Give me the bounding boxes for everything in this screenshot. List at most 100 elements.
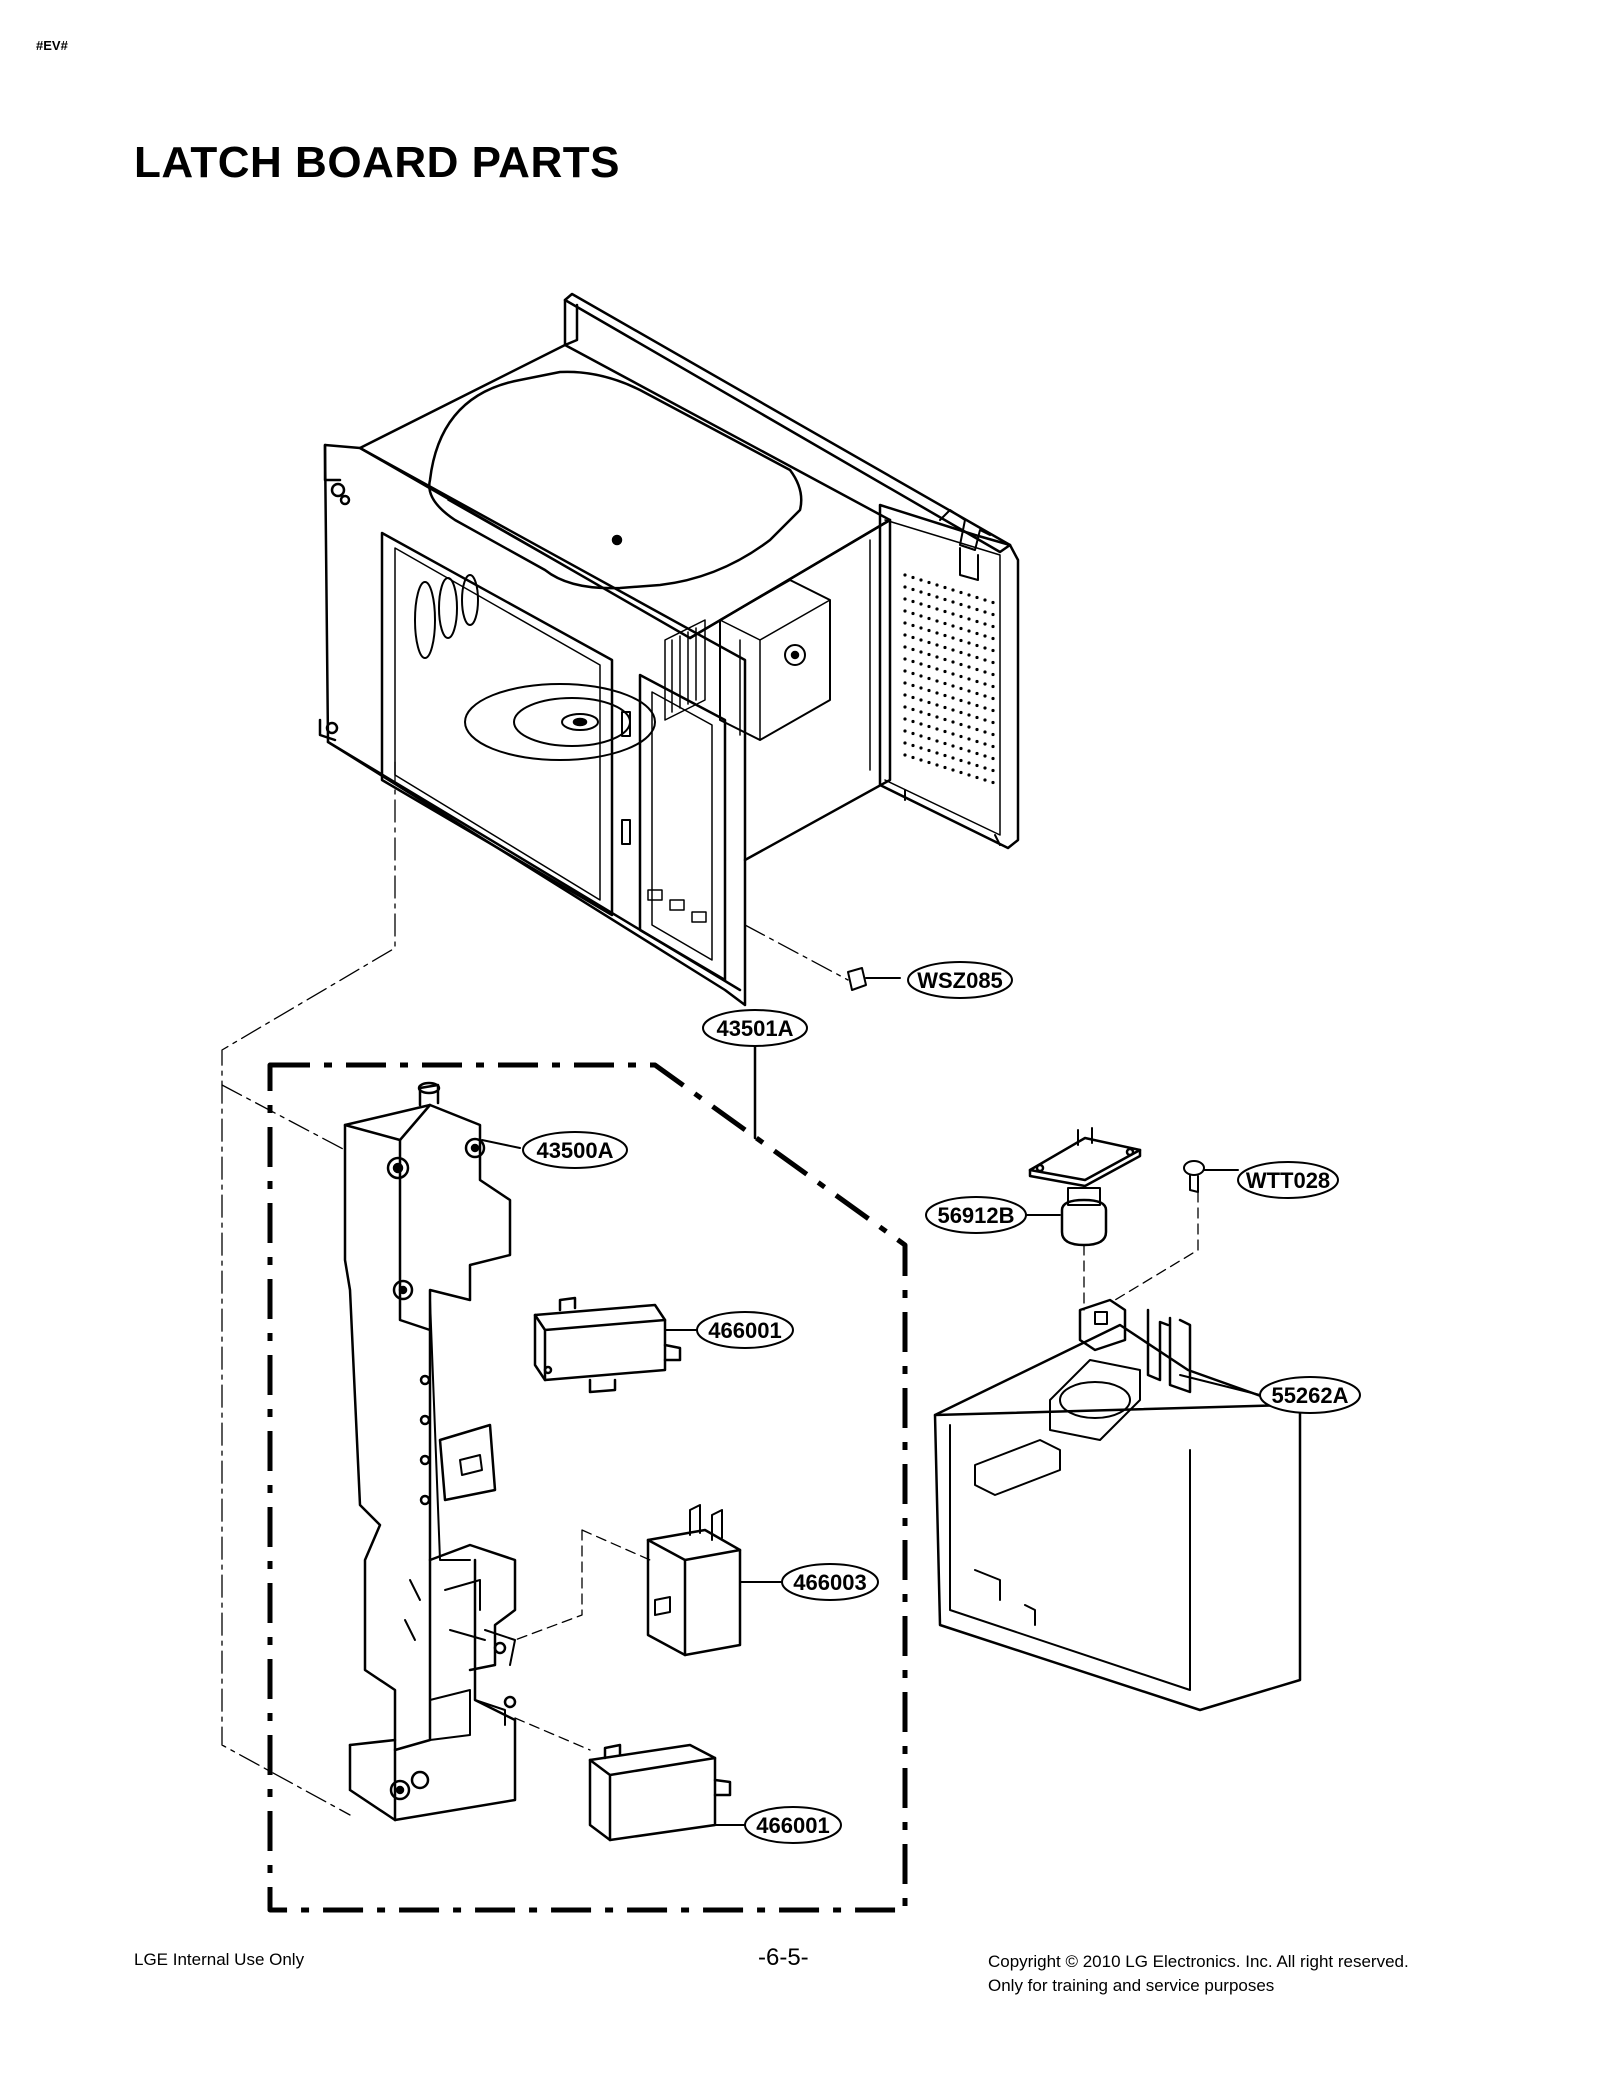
vent-hole: [903, 633, 907, 637]
vent-hole: [919, 746, 923, 750]
vent-hole: [927, 688, 931, 693]
switch-466001-bottom: [588, 1743, 732, 1842]
vent-hole: [927, 760, 931, 765]
screw-wtt028: [1183, 1160, 1239, 1193]
vent-hole: [927, 604, 931, 609]
vent-hole: [959, 626, 963, 631]
vent-hole: [927, 580, 931, 585]
vent-hole: [919, 758, 923, 762]
vent-hole: [975, 655, 979, 660]
vent-hole: [991, 660, 995, 665]
vent-hole: [959, 770, 963, 775]
vent-hole: [935, 595, 939, 599]
vent-hole: [927, 664, 931, 669]
vent-hole: [959, 698, 963, 703]
callout-55262a: 55262A: [1179, 1374, 1361, 1414]
vent-hole: [911, 659, 915, 664]
vent-hole: [935, 667, 939, 671]
screw-wsz085: [847, 967, 901, 991]
vent-hole: [975, 667, 979, 672]
vent-hole: [943, 753, 947, 758]
vent-hole: [903, 753, 907, 757]
lamp-holder-55262a: [933, 1298, 1302, 1712]
callout-43500a: 43500A: [481, 1131, 628, 1169]
vent-hole: [951, 636, 955, 640]
vent-hole: [951, 720, 955, 724]
copyright-line: Copyright © 2010 LG Electronics. Inc. Al…: [988, 1952, 1409, 1971]
vent-hole: [959, 614, 963, 619]
vent-hole: [911, 719, 915, 724]
footer-copyright: Copyright © 2010 LG Electronics. Inc. Al…: [988, 1950, 1409, 1998]
vent-hole: [927, 628, 931, 633]
footer-internal-use: LGE Internal Use Only: [134, 1950, 305, 1969]
vent-hole: [983, 754, 987, 758]
vent-hole: [911, 731, 915, 736]
switch-466003: [646, 1504, 742, 1657]
vent-hole: [991, 636, 995, 641]
vent-hole: [903, 741, 907, 745]
callout-label: 466001: [756, 1813, 829, 1838]
vent-hole: [975, 631, 979, 636]
vent-hole: [959, 590, 963, 595]
page-number: -6-5-: [758, 1944, 809, 1971]
vent-hole: [927, 592, 931, 597]
vent-hole: [967, 665, 971, 669]
vent-hole: [975, 595, 979, 600]
vent-hole: [943, 645, 947, 650]
vent-hole: [959, 674, 963, 679]
vent-hole: [959, 650, 963, 655]
vent-hole: [991, 768, 995, 773]
vent-hole: [983, 670, 987, 674]
callout-466001-top: 466001: [664, 1311, 794, 1349]
vent-hole: [903, 645, 907, 649]
vent-hole: [983, 706, 987, 710]
callout-label: 466003: [793, 1570, 866, 1595]
vent-hole: [927, 700, 931, 705]
vent-hole: [911, 587, 915, 592]
vent-hole: [967, 653, 971, 657]
vent-hole: [943, 729, 947, 734]
vent-hole: [935, 583, 939, 587]
vent-hole: [943, 585, 947, 590]
callout-label: WSZ085: [917, 968, 1003, 993]
vent-hole: [935, 739, 939, 743]
vent-hole: [991, 756, 995, 761]
vent-hole: [967, 749, 971, 753]
vent-hole: [991, 612, 995, 617]
vent-hole: [951, 756, 955, 760]
callout-label: 466001: [708, 1318, 781, 1343]
vent-hole: [975, 751, 979, 756]
vent-hole: [967, 677, 971, 681]
vent-hole: [919, 638, 923, 642]
vent-hole: [919, 578, 923, 582]
vent-hole: [935, 763, 939, 767]
vent-hole: [983, 610, 987, 614]
vent-hole: [991, 720, 995, 725]
vent-hole: [951, 732, 955, 736]
vent-hole: [935, 631, 939, 635]
vent-hole: [983, 694, 987, 698]
vent-hole: [927, 640, 931, 645]
vent-hole: [991, 648, 995, 653]
callout-43501a: 43501A: [702, 1009, 808, 1047]
callout-label: WTT028: [1246, 1168, 1330, 1193]
vent-hole: [983, 598, 987, 602]
vent-hole: [911, 611, 915, 616]
callout-label: 43500A: [536, 1138, 613, 1163]
vent-hole: [911, 743, 915, 748]
vent-hole: [943, 717, 947, 722]
vent-hole: [903, 597, 907, 601]
vent-hole: [935, 643, 939, 647]
vent-hole: [903, 573, 907, 577]
vent-hole: [967, 761, 971, 765]
vent-hole: [919, 650, 923, 654]
vent-hole: [911, 695, 915, 700]
vent-hole: [951, 612, 955, 616]
vent-hole: [991, 744, 995, 749]
vent-hole: [903, 681, 907, 685]
vent-hole: [935, 691, 939, 695]
vent-hole: [959, 734, 963, 739]
callout-wtt028: WTT028: [1237, 1161, 1339, 1199]
vent-hole: [951, 600, 955, 604]
vent-hole: [983, 682, 987, 686]
